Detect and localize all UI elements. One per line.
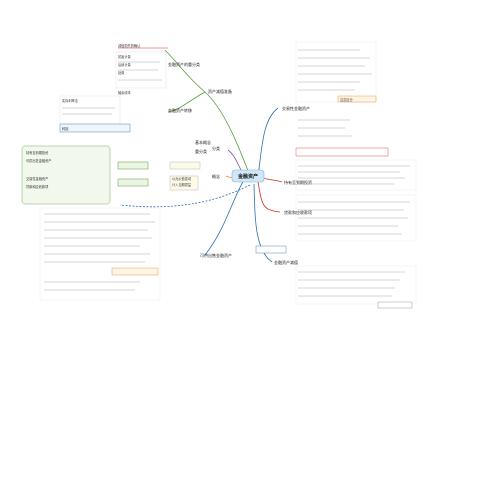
note-red6: 转回	[62, 126, 68, 131]
legend-box: 持有至到期投资 可供出售金融资产 交易性金融资产 贷款和应收款项	[21, 145, 111, 205]
center-node[interactable]: 金融资产	[231, 169, 265, 183]
branch-transfer[interactable]: 金融资产转移	[168, 107, 192, 113]
note-red2: 公允价值变动	[172, 176, 191, 181]
cluster-top-left: 减值损失的确认 初始计量 后续计量 处置 摊余成本 实际利率法 转回	[59, 43, 168, 133]
branch-reclass[interactable]: 金融资产的重分类	[168, 61, 200, 67]
branch-impairment[interactable]: 金融资产减值	[274, 259, 298, 265]
legend-item4: 贷款和应收款项	[26, 184, 49, 189]
branch-intro-b[interactable]: 分类	[212, 145, 220, 151]
note-red3: 计入当期损益	[172, 182, 192, 187]
middle-boxes: 公允价值变动 计入当期损益	[117, 161, 201, 191]
note-red4: 摊余成本	[118, 90, 132, 95]
connector-dashed	[119, 184, 251, 208]
branch-intro-a: 基本概念	[195, 139, 211, 145]
note-red1: 减值损失的确认	[118, 43, 141, 48]
note-orange1: 注意区分	[340, 97, 354, 102]
legend-item2: 可供出售金融资产	[26, 158, 52, 163]
connector-upper-left-2	[167, 91, 206, 113]
center-label: 金融资产	[237, 173, 258, 180]
connector-right-low	[257, 181, 281, 213]
connector-top	[204, 91, 251, 177]
branch-intro-c: 重分类	[195, 148, 207, 154]
cluster-bottom-left	[39, 207, 161, 301]
note-red5: 实际利率法	[62, 98, 78, 103]
branch-held-to-maturity[interactable]: 持有至到期投资	[284, 179, 312, 185]
branch-fvtpl[interactable]: 交易性金融资产	[282, 105, 310, 111]
filler-lines	[44, 49, 410, 297]
connector-upper-left	[164, 49, 206, 93]
cluster-right: 注意区分	[255, 41, 417, 309]
note-blue3: 处置	[118, 70, 124, 75]
legend-item3: 交易性金融资产	[26, 176, 48, 181]
note-blue2: 后续计量	[118, 62, 132, 67]
connector-right	[261, 177, 283, 183]
connector-top-right	[257, 107, 279, 177]
branch-afs[interactable]: 可供出售金融资产	[200, 252, 232, 258]
connector-left-down	[204, 179, 245, 256]
legend-item1: 持有至到期投资	[26, 150, 49, 155]
connector-bottom	[253, 183, 273, 263]
branch-concept[interactable]: 概念	[212, 173, 220, 179]
branch-definition[interactable]: 资产减值准备	[208, 88, 232, 94]
branch-loans[interactable]: 贷款和应收款项	[284, 209, 312, 215]
note-blue1: 初始计量	[118, 54, 132, 59]
